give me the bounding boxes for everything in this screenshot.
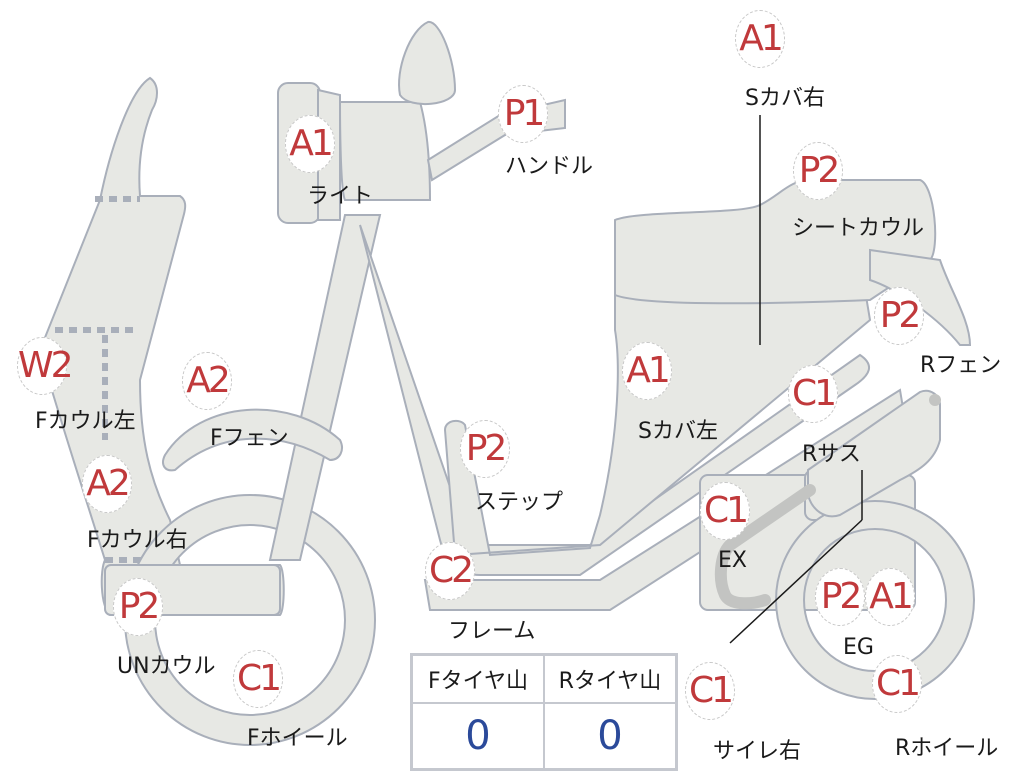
engine-a1-code-badge[interactable]: A1 [865,568,915,626]
side-cover-left-code-badge[interactable]: A1 [622,342,672,400]
front-tire-header: Fタイヤ山 [410,653,545,704]
light-code-badge[interactable]: A1 [285,115,335,173]
rear-tire-value[interactable]: 0 [543,702,678,771]
front-cowl-left-label: Fカウル左 [35,409,136,434]
seat-cowl-label: シートカウル [792,216,925,241]
rear-wheel-code-badge[interactable]: C1 [872,655,922,713]
handle-label: ハンドル [505,154,594,179]
rear-suspension-label: Rサス [802,442,861,467]
frame-label: フレーム [448,619,536,644]
rear-suspension-code-badge[interactable]: C1 [788,365,838,423]
rear-fender-code-badge[interactable]: P2 [874,287,924,345]
side-cover-left-label: Sカバ左 [638,419,718,444]
engine-p2-code-badge[interactable]: P2 [815,568,865,626]
front-cowl-left-code-badge[interactable]: W2 [17,337,74,395]
front-tire-value[interactable]: 0 [410,702,545,771]
light-label: ライト [307,184,374,209]
front-fender-code-badge[interactable]: A2 [182,352,232,410]
exhaust-label: EX [718,548,747,573]
seat-cowl-code-badge[interactable]: P2 [793,142,843,200]
tire-tread-table: Fタイヤ山 Rタイヤ山 0 0 [410,653,678,771]
frame-code-badge[interactable]: C2 [425,542,475,600]
exhaust-code-badge[interactable]: C1 [700,482,750,540]
handle-code-badge[interactable]: P1 [498,85,548,143]
rear-tire-header: Rタイヤ山 [543,653,678,704]
rear-wheel-label: Rホイール [895,736,999,761]
step-label: ステップ [475,490,564,515]
rear-fender-label: Rフェン [920,353,1002,378]
under-cowl-label: UNカウル [117,654,216,679]
under-cowl-code-badge[interactable]: P2 [113,578,163,636]
front-fender-label: Fフェン [210,426,289,451]
front-cowl-right-code-badge[interactable]: A2 [82,455,132,513]
front-cowl-right-label: Fカウル右 [87,528,188,553]
silencer-right-code-badge[interactable]: C1 [685,662,735,720]
silencer-right-label: サイレ右 [713,739,802,764]
step-code-badge[interactable]: P2 [460,420,510,478]
side-cover-right-code-badge[interactable]: A1 [735,10,785,68]
side-cover-right-label: Sカバ右 [745,86,825,111]
front-wheel-code-badge[interactable]: C1 [233,650,283,708]
engine-label: EG [843,635,874,660]
front-wheel-label: Fホイール [247,726,348,751]
